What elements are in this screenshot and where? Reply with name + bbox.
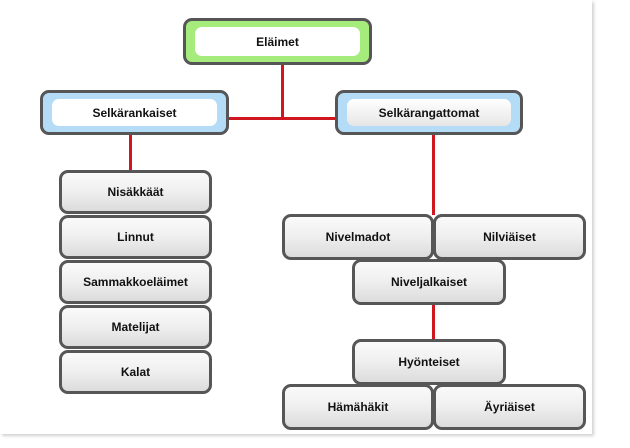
node-ayriaiset[interactable]: Äyriäiset: [433, 384, 586, 430]
node-nisakkaat[interactable]: Nisäkkäät: [59, 170, 212, 214]
node-niveljalkaiset[interactable]: Niveljalkaiset: [352, 259, 506, 305]
connector-root-down: [281, 64, 284, 119]
node-linnut[interactable]: Linnut: [59, 215, 212, 259]
node-kalat[interactable]: Kalat: [59, 350, 212, 394]
node-elaimet[interactable]: Eläimet: [183, 18, 372, 65]
connector-invertebrates-down: [432, 134, 435, 215]
node-label: Eläimet: [195, 27, 360, 56]
diagram-canvas: Eläimet Selkärankaiset Selkärangattomat …: [40, 18, 586, 430]
node-hyonteiset[interactable]: Hyönteiset: [352, 339, 506, 385]
node-nivelmadot[interactable]: Nivelmadot: [282, 214, 434, 260]
node-label: Selkärangattomat: [347, 99, 511, 126]
node-selkarankaiset[interactable]: Selkärankaiset: [40, 90, 229, 135]
node-sammakkoelaimet[interactable]: Sammakkoeläimet: [59, 260, 212, 304]
connector-arthropods-insects: [432, 304, 435, 340]
node-matelijat[interactable]: Matelijat: [59, 305, 212, 349]
node-nilviaiset[interactable]: Nilviäiset: [433, 214, 586, 260]
node-selkarangattomat[interactable]: Selkärangattomat: [335, 90, 523, 135]
node-hamahakit[interactable]: Hämähäkit: [282, 384, 434, 430]
connector-vertebrates-down: [129, 134, 132, 171]
node-label: Selkärankaiset: [52, 99, 217, 126]
connector-horizontal: [228, 117, 336, 120]
